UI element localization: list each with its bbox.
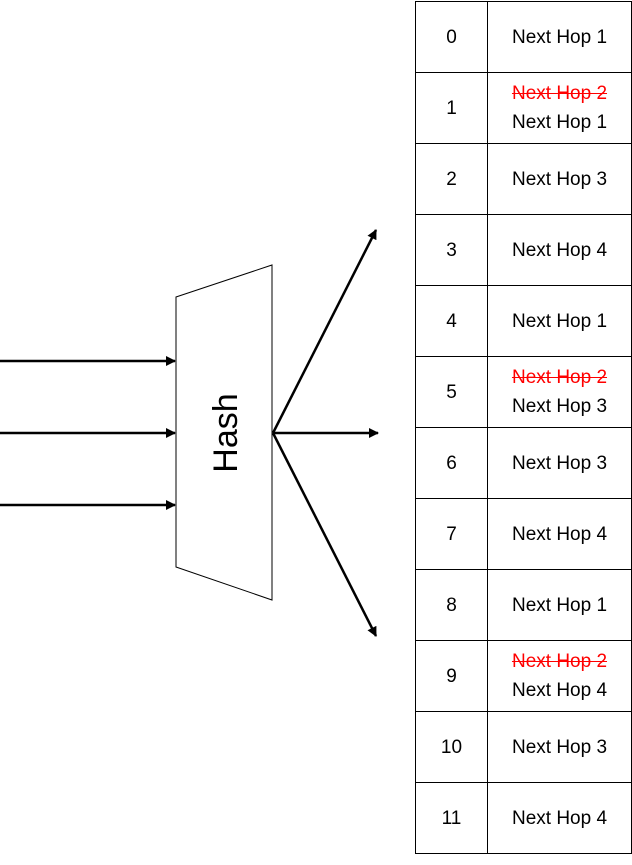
bucket-next-hop: Next Hop 1 (487, 1, 632, 73)
bucket-index: 1 (415, 72, 488, 144)
bucket-row: 3 Next Hop 4 (415, 214, 632, 286)
bucket-next-hop: Next Hop 1 (487, 285, 632, 357)
bucket-row: 5 Next Hop 2 Next Hop 3 (415, 356, 632, 428)
removed-next-hop-label: Next Hop 2 (511, 83, 608, 104)
bucket-row: 11 Next Hop 4 (415, 782, 632, 854)
next-hop-label: Next Hop 3 (511, 168, 608, 190)
bucket-next-hop: Next Hop 4 (487, 782, 632, 854)
next-hop-label: Next Hop 4 (511, 680, 608, 701)
next-hop-label: Next Hop 1 (511, 310, 608, 332)
bucket-index: 8 (415, 569, 488, 641)
bucket-next-hop: Next Hop 3 (487, 711, 632, 783)
hash-diagram: Hash (0, 229, 379, 637)
bucket-row: 1 Next Hop 2 Next Hop 1 (415, 72, 632, 144)
bucket-index: 9 (415, 640, 488, 712)
removed-next-hop-label: Next Hop 2 (511, 367, 608, 388)
bucket-next-hop: Next Hop 3 (487, 427, 632, 499)
bucket-next-hop: Next Hop 4 (487, 214, 632, 286)
removed-next-hop-label: Next Hop 2 (511, 651, 608, 672)
bucket-row: 0 Next Hop 1 (415, 1, 632, 73)
bucket-index: 7 (415, 498, 488, 570)
next-hop-label: Next Hop 4 (511, 239, 608, 261)
bucket-row: 4 Next Hop 1 (415, 285, 632, 357)
next-hop-label: Next Hop 1 (511, 112, 608, 133)
bucket-next-hop: Next Hop 3 (487, 143, 632, 215)
bucket-index: 6 (415, 427, 488, 499)
output-arrow-up (271, 229, 378, 434)
hash-block (175, 264, 273, 601)
bucket-next-hop: Next Hop 1 (487, 569, 632, 641)
output-arrow-down (271, 432, 378, 637)
bucket-index: 0 (415, 1, 488, 73)
bucket-index: 10 (415, 711, 488, 783)
next-hop-label: Next Hop 1 (511, 594, 608, 616)
bucket-next-hop: Next Hop 2 Next Hop 1 (487, 72, 632, 144)
bucket-index: 3 (415, 214, 488, 286)
bucket-index: 4 (415, 285, 488, 357)
next-hop-label: Next Hop 4 (511, 807, 608, 829)
bucket-next-hop: Next Hop 4 (487, 498, 632, 570)
bucket-row: 6 Next Hop 3 (415, 427, 632, 499)
bucket-row: 9 Next Hop 2 Next Hop 4 (415, 640, 632, 712)
next-hop-label: Next Hop 3 (511, 396, 608, 417)
next-hop-label: Next Hop 4 (511, 523, 608, 545)
next-hop-label: Next Hop 1 (511, 26, 608, 48)
bucket-row: 7 Next Hop 4 (415, 498, 632, 570)
hash-label: Hash (207, 393, 245, 472)
bucket-table: 0 Next Hop 1 1 Next Hop 2 Next Hop 1 2 N… (415, 1, 632, 854)
bucket-next-hop: Next Hop 2 Next Hop 3 (487, 356, 632, 428)
next-hop-label: Next Hop 3 (511, 452, 608, 474)
bucket-index: 11 (415, 782, 488, 854)
bucket-row: 2 Next Hop 3 (415, 143, 632, 215)
bucket-row: 8 Next Hop 1 (415, 569, 632, 641)
bucket-row: 10 Next Hop 3 (415, 711, 632, 783)
next-hop-label: Next Hop 3 (511, 736, 608, 758)
bucket-index: 5 (415, 356, 488, 428)
bucket-next-hop: Next Hop 2 Next Hop 4 (487, 640, 632, 712)
bucket-index: 2 (415, 143, 488, 215)
